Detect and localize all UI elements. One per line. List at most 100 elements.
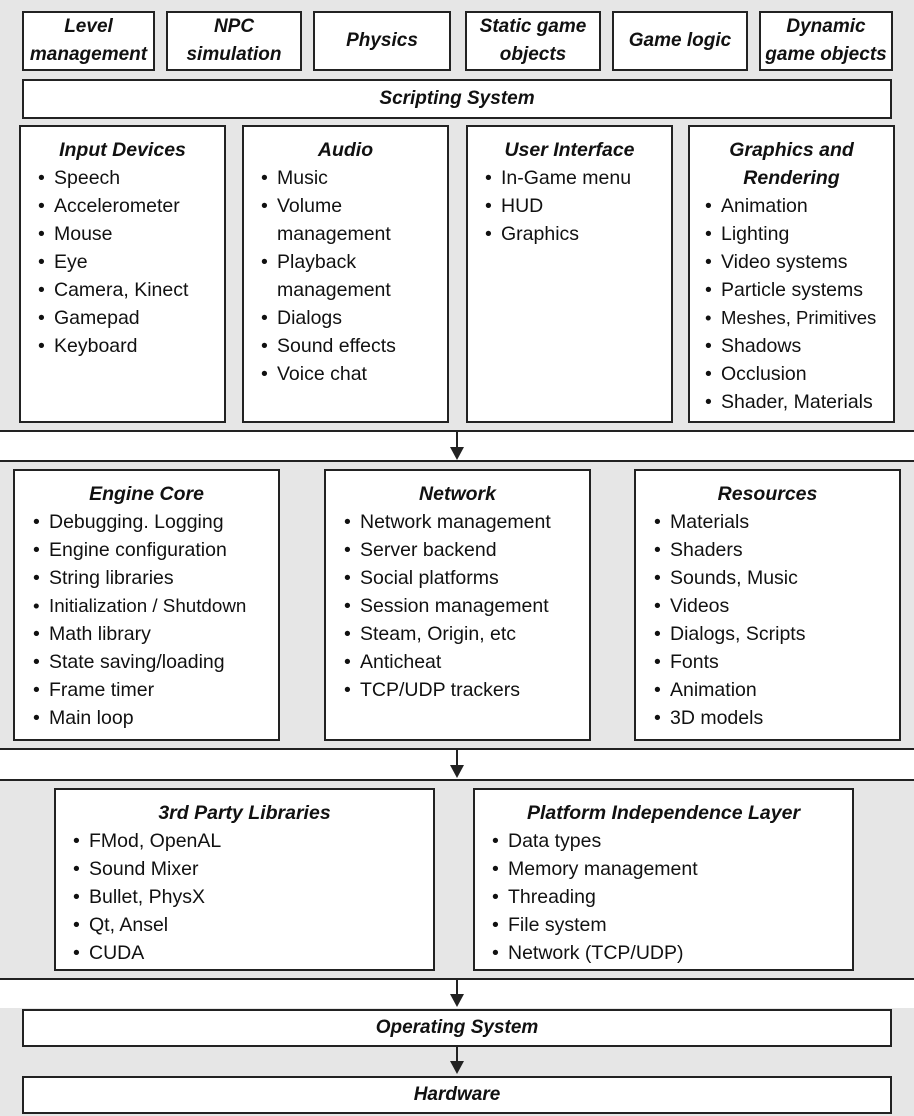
module-label: Game logic <box>628 30 732 51</box>
scripting-system-box: Scripting System <box>22 79 892 119</box>
module-label: Static game objects <box>479 16 587 65</box>
list-item: Keyboard <box>38 332 224 360</box>
module-level-management: Level management <box>22 11 155 71</box>
list-item: Occlusion <box>705 360 893 388</box>
module-game-logic: Game logic <box>612 11 748 71</box>
panel-title: 3rd Party Libraries <box>158 802 331 824</box>
list-item: Anticheat <box>344 648 589 676</box>
panel-title: Input Devices <box>59 139 186 161</box>
list-item: Meshes, Primitives <box>705 304 893 332</box>
list-item: 3D models <box>654 704 899 732</box>
scripting-system-label: Scripting System <box>379 88 535 109</box>
core-layer-bottom-border <box>0 748 914 750</box>
list-item: Bullet, PhysX <box>73 883 433 911</box>
list-item: Playback management <box>261 248 417 304</box>
panel-title: Graphics and Rendering <box>729 139 854 189</box>
list-item: In-Game menu <box>485 164 671 192</box>
list-item: Animation <box>654 676 899 704</box>
panel-list: Materials Shaders Sounds, Music Videos D… <box>636 508 899 732</box>
list-item: Frame timer <box>33 676 278 704</box>
module-label: NPC simulation <box>186 16 282 65</box>
list-item: Mouse <box>38 220 224 248</box>
panel-title: User Interface <box>504 139 635 161</box>
panel-title: Engine Core <box>89 483 204 505</box>
module-physics: Physics <box>313 11 451 71</box>
panel-list: Animation Lighting Video systems Particl… <box>690 192 893 416</box>
list-item: Server backend <box>344 536 589 564</box>
panel-title: Platform Independence Layer <box>526 802 801 824</box>
list-item: Particle systems <box>705 276 893 304</box>
list-item: Materials <box>654 508 899 536</box>
list-item: Sound effects <box>261 332 447 360</box>
list-item: Debugging. Logging <box>33 508 278 536</box>
audio-panel: Audio Music Volume management Playback m… <box>242 125 449 423</box>
list-item: Lighting <box>705 220 893 248</box>
operating-system-label: Operating System <box>375 1017 539 1038</box>
core-layer-top-border <box>0 460 914 462</box>
panel-list: Data types Memory management Threading F… <box>475 827 852 967</box>
list-item: Sounds, Music <box>654 564 899 592</box>
module-static-game-objects: Static game objects <box>465 11 601 71</box>
list-item: Fonts <box>654 648 899 676</box>
list-item: Network management <box>344 508 589 536</box>
list-item: Main loop <box>33 704 278 732</box>
list-item: Video systems <box>705 248 893 276</box>
list-item: Music <box>261 164 447 192</box>
list-item: Volume management <box>261 192 417 248</box>
operating-system-box: Operating System <box>22 1009 892 1047</box>
list-item: Session management <box>344 592 589 620</box>
third-party-libraries-panel: 3rd Party Libraries FMod, OpenAL Sound M… <box>54 788 435 971</box>
list-item: Camera, Kinect <box>38 276 224 304</box>
module-label: Level management <box>29 16 148 65</box>
panel-list: Network management Server backend Social… <box>326 508 589 704</box>
hardware-label: Hardware <box>413 1084 501 1105</box>
resources-panel: Resources Materials Shaders Sounds, Musi… <box>634 469 901 741</box>
list-item: Steam, Origin, etc <box>344 620 589 648</box>
list-item: Shaders <box>654 536 899 564</box>
panel-list: In-Game menu HUD Graphics <box>468 164 671 248</box>
panel-title: Network <box>419 483 496 505</box>
list-item: Voice chat <box>261 360 447 388</box>
top-layer-bottom-border <box>0 430 914 432</box>
list-item: State saving/loading <box>33 648 278 676</box>
platform-independence-panel: Platform Independence Layer Data types M… <box>473 788 854 971</box>
graphics-rendering-panel: Graphics and Rendering Animation Lightin… <box>688 125 895 423</box>
network-panel: Network Network management Server backen… <box>324 469 591 741</box>
module-label: Dynamic game objects <box>765 16 887 65</box>
module-npc-simulation: NPC simulation <box>166 11 302 71</box>
panel-list: Debugging. Logging Engine configuration … <box>15 508 278 732</box>
lib-layer-top-border <box>0 779 914 781</box>
panel-list: Speech Accelerometer Mouse Eye Camera, K… <box>21 164 224 360</box>
module-label: Physics <box>346 30 418 51</box>
list-item: Engine configuration <box>33 536 278 564</box>
list-item: Threading <box>492 883 852 911</box>
list-item: Data types <box>492 827 852 855</box>
list-item: Videos <box>654 592 899 620</box>
module-dynamic-game-objects: Dynamic game objects <box>759 11 893 71</box>
list-item: File system <box>492 911 852 939</box>
list-item: Graphics <box>485 220 671 248</box>
panel-list: Music Volume management Playback managem… <box>244 164 447 388</box>
list-item: Dialogs <box>261 304 447 332</box>
hardware-box: Hardware <box>22 1076 892 1114</box>
list-item: Memory management <box>492 855 852 883</box>
lib-layer-bottom-border <box>0 978 914 980</box>
list-item: HUD <box>485 192 671 220</box>
list-item: Shader, Materials <box>705 388 893 416</box>
list-item: TCP/UDP trackers <box>344 676 589 704</box>
list-item: Animation <box>705 192 893 220</box>
input-devices-panel: Input Devices Speech Accelerometer Mouse… <box>19 125 226 423</box>
panel-title: Audio <box>317 139 374 161</box>
list-item: Gamepad <box>38 304 224 332</box>
list-item: Initialization / Shutdown <box>33 592 278 620</box>
list-item: Qt, Ansel <box>73 911 433 939</box>
list-item: Social platforms <box>344 564 589 592</box>
list-item: String libraries <box>33 564 278 592</box>
list-item: Network (TCP/UDP) <box>492 939 852 967</box>
list-item: Eye <box>38 248 224 276</box>
list-item: FMod, OpenAL <box>73 827 433 855</box>
list-item: Sound Mixer <box>73 855 433 883</box>
list-item: Speech <box>38 164 224 192</box>
list-item: Shadows <box>705 332 893 360</box>
list-item: CUDA <box>73 939 433 967</box>
